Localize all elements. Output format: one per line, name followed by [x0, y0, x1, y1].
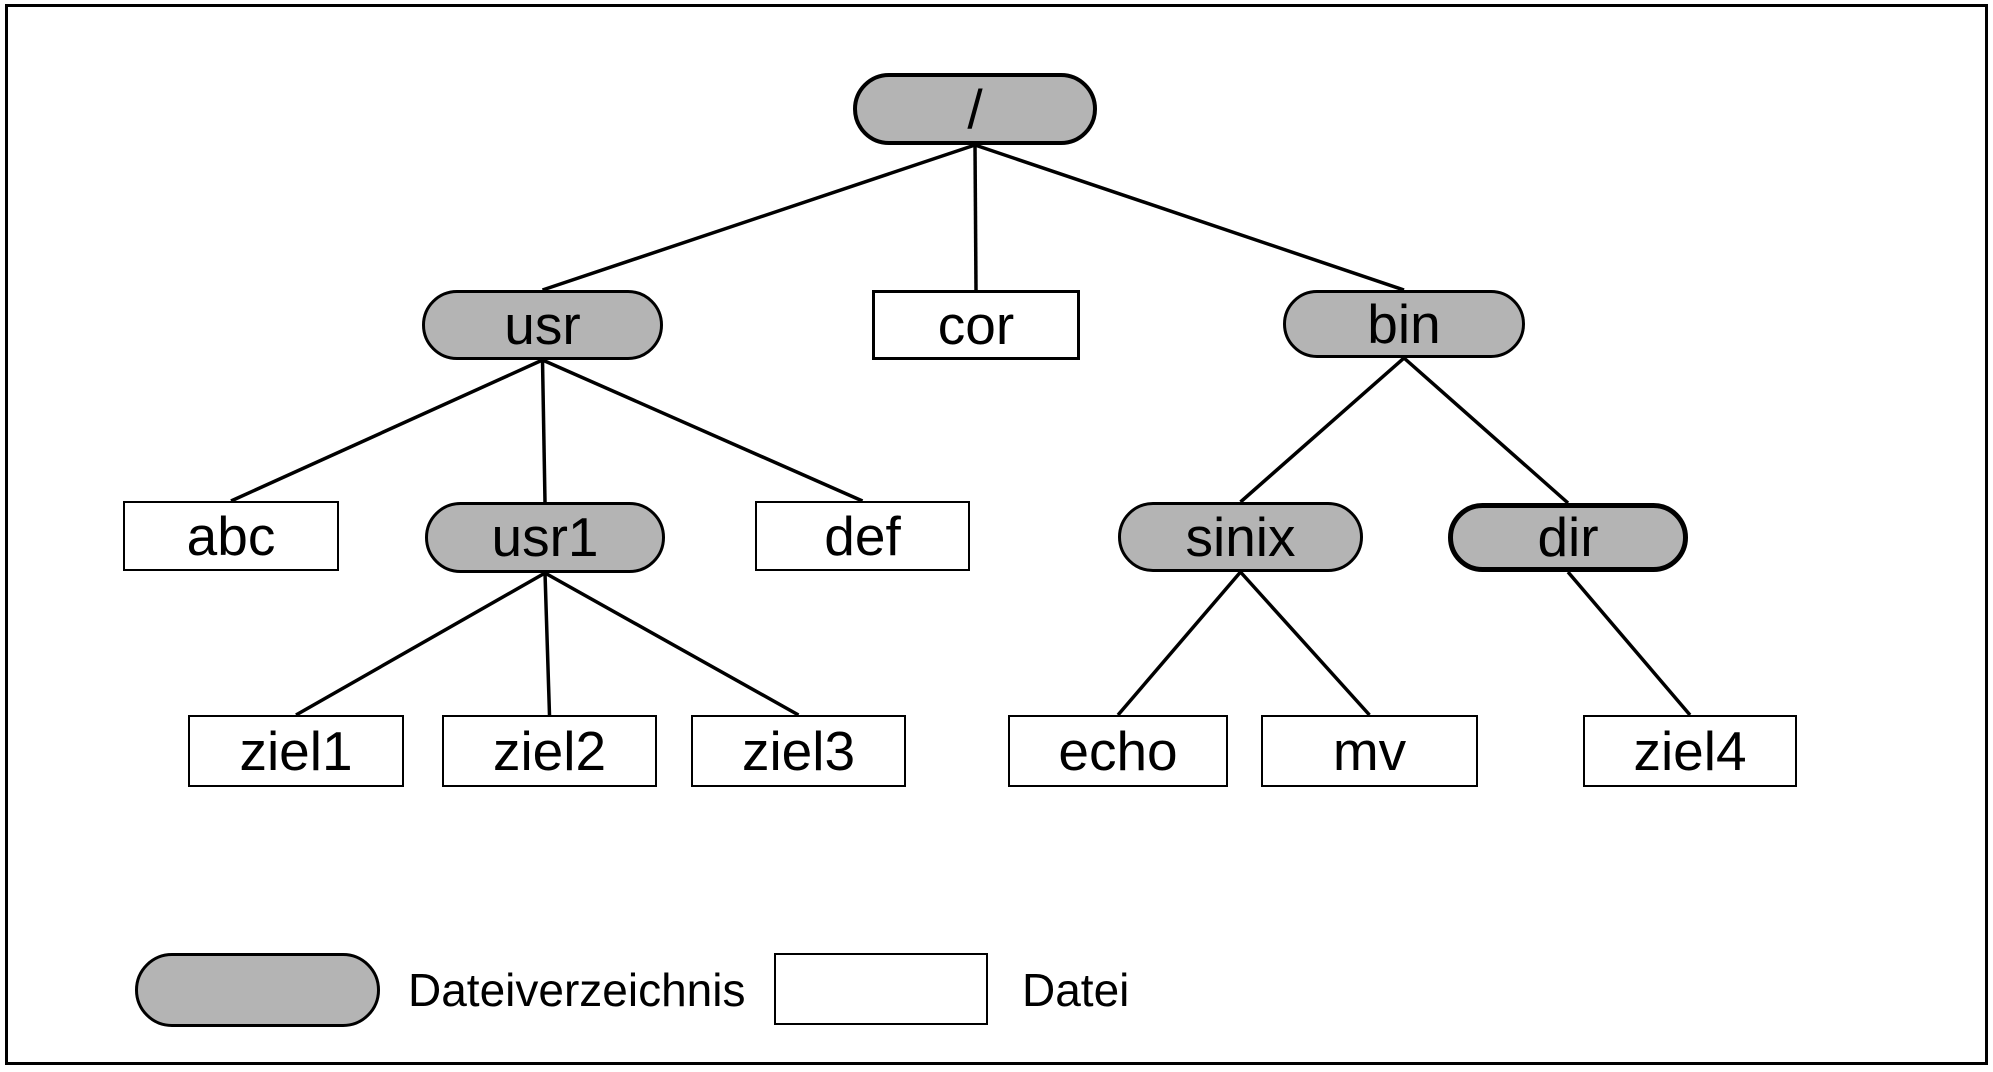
- legend-file-swatch: [774, 953, 988, 1025]
- tree-node-label: dir: [1537, 506, 1599, 568]
- tree-node-ziel1: ziel1: [188, 715, 404, 787]
- tree-edge-usr1-ziel2: [543, 572, 552, 716]
- tree-node-ziel4: ziel4: [1583, 715, 1797, 787]
- tree-node-label: /: [967, 77, 983, 140]
- tree-node-mv: mv: [1261, 715, 1478, 787]
- tree-edge-root-usr: [541, 143, 976, 292]
- tree-edge-usr-def: [541, 358, 864, 503]
- tree-node-echo: echo: [1008, 715, 1228, 787]
- legend-directory-swatch: [135, 953, 380, 1027]
- tree-node-label: ziel4: [1633, 719, 1747, 782]
- tree-node-cor: cor: [872, 290, 1080, 360]
- tree-edge-usr1-ziel1: [295, 571, 546, 717]
- tree-edge-sinix-mv: [1239, 570, 1371, 717]
- diagram-border: [5, 4, 1988, 1065]
- tree-node-abc: abc: [123, 501, 339, 571]
- tree-edge-bin-sinix: [1239, 356, 1406, 504]
- tree-edge-usr-abc: [230, 358, 544, 503]
- tree-node-label: mv: [1332, 719, 1407, 782]
- tree-edge-usr-usr1: [540, 359, 547, 503]
- tree-node-bin: bin: [1283, 290, 1525, 358]
- tree-node-usr1: usr1: [425, 502, 665, 573]
- tree-edge-bin-dir: [1402, 356, 1570, 505]
- tree-edge-dir-ziel4: [1566, 570, 1692, 717]
- legend-file-label: Datei: [1022, 964, 1130, 1016]
- tree-node-root: /: [853, 73, 1097, 145]
- tree-node-label: ziel2: [492, 719, 607, 782]
- tree-node-label: bin: [1367, 292, 1441, 355]
- tree-node-def: def: [755, 501, 970, 571]
- tree-node-label: ziel3: [741, 719, 856, 782]
- tree-node-ziel3: ziel3: [691, 715, 906, 787]
- tree-node-dir: dir: [1448, 503, 1688, 572]
- tree-node-label: echo: [1058, 719, 1178, 782]
- tree-edge-root-cor: [973, 144, 978, 291]
- tree-node-ziel2: ziel2: [442, 715, 657, 787]
- tree-edge-root-bin: [974, 143, 1405, 292]
- tree-node-usr: usr: [422, 290, 663, 360]
- tree-edge-usr1-ziel3: [544, 571, 800, 717]
- tree-node-label: usr: [504, 293, 581, 356]
- tree-node-label: abc: [186, 504, 276, 567]
- tree-node-label: usr1: [491, 506, 599, 568]
- tree-node-label: def: [824, 504, 901, 567]
- tree-node-label: cor: [937, 293, 1015, 356]
- tree-node-label: ziel1: [239, 719, 353, 782]
- tree-node-label: sinix: [1185, 505, 1296, 568]
- legend-directory-label: Dateiverzeichnis: [408, 964, 746, 1016]
- tree-node-sinix: sinix: [1118, 502, 1363, 572]
- tree-edge-sinix-echo: [1116, 570, 1242, 717]
